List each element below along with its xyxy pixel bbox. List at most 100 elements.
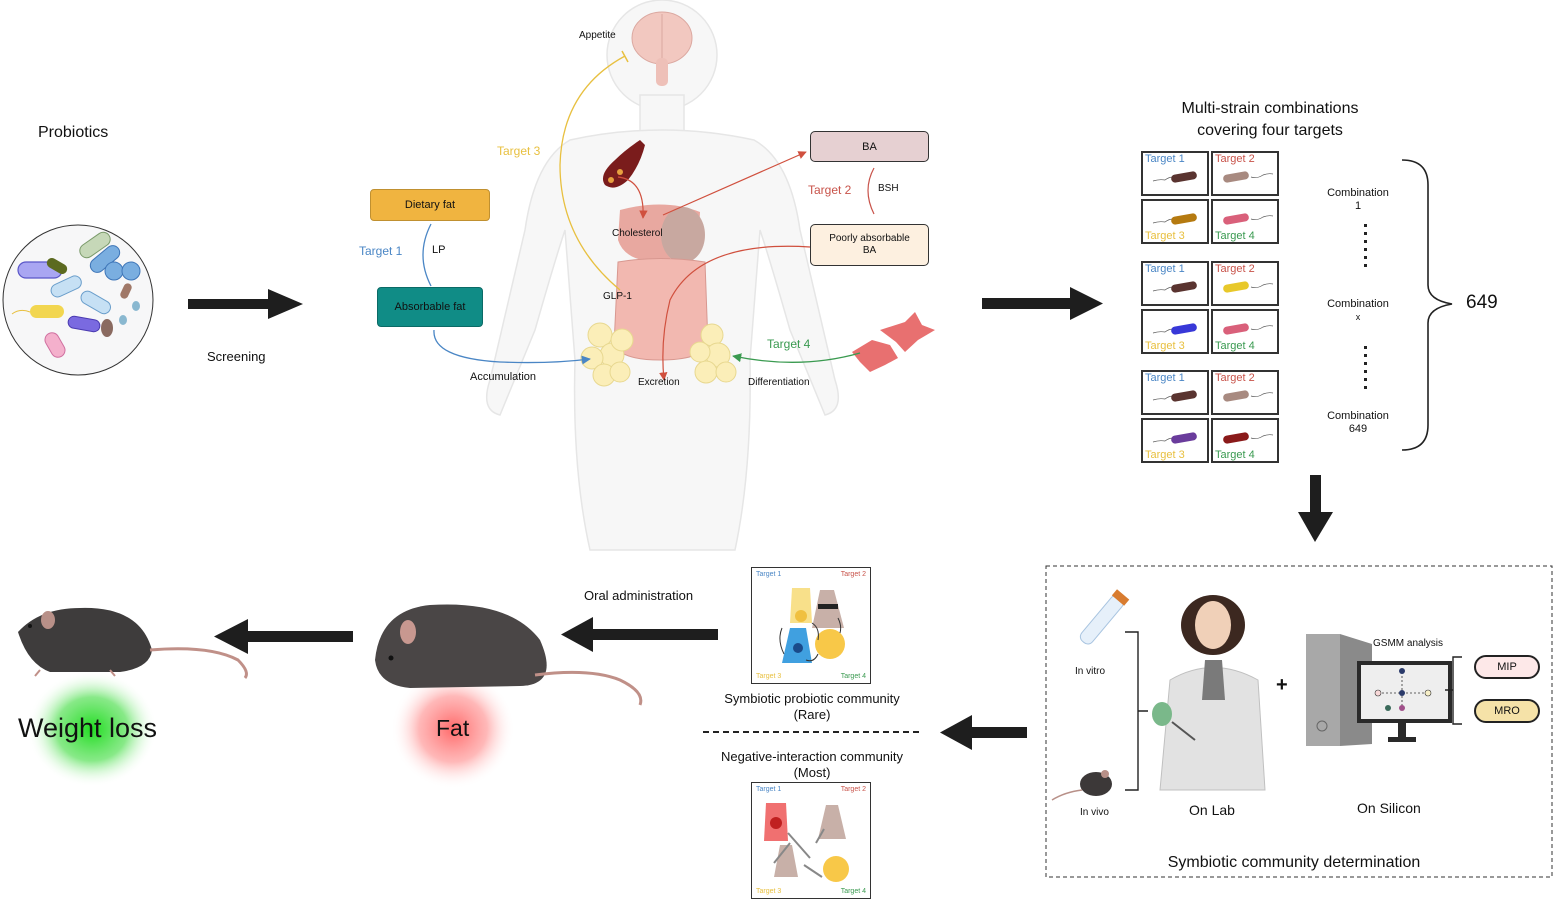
- symbiotic-community-title: Symbiotic probiotic community: [724, 691, 900, 706]
- strain-cell-label: Target 3: [1145, 449, 1185, 461]
- determination-box: [1045, 565, 1553, 878]
- strain-cell-target-3: Target 3: [1141, 199, 1209, 244]
- mip-label: MIP: [1497, 661, 1517, 673]
- fat-glow: [391, 669, 515, 789]
- oral-administration-arrow: [561, 617, 718, 652]
- strain-cell-label: Target 3: [1145, 340, 1185, 352]
- ellipsis-dots-upper: [1364, 224, 1367, 267]
- combinations-title-line1: Multi-strain combinations: [1181, 100, 1359, 117]
- strain-cell-label: Target 1: [1145, 372, 1185, 384]
- negative-community-caption: Negative-interaction community (Most): [703, 749, 921, 781]
- strain-cell-target-3: Target 3: [1141, 309, 1209, 354]
- target1-label: Target 1: [359, 244, 403, 258]
- digestive-organs-illustration: [613, 204, 709, 361]
- negative-community-title: Negative-interaction community: [720, 749, 904, 764]
- lean-mouse-illustration: [18, 607, 248, 679]
- strain-cell-target-4: Target 4: [1211, 418, 1279, 463]
- combination-grid: Target 1 Target 2 Target 3 Target 4: [1141, 151, 1282, 246]
- target3-label: Target 3: [497, 144, 541, 158]
- preadipocyte-cells: [852, 312, 935, 372]
- combination-1-label: Combination 1: [1308, 187, 1408, 213]
- strain-cell-label: Target 3: [1145, 230, 1185, 242]
- accumulation-label: Accumulation: [470, 371, 537, 383]
- fat-mouse-illustration: [375, 604, 643, 706]
- absorbable-fat-label: Absorbable fat: [394, 301, 466, 313]
- computer-tower-icon: [1306, 634, 1372, 746]
- symbiotic-card-target4: Target 4: [840, 673, 866, 680]
- bacterium-icon: [1152, 171, 1197, 183]
- gsmm-analysis-label: GSMM analysis: [1373, 638, 1444, 649]
- weight-loss-label: Weight loss: [18, 713, 158, 743]
- gallbladder-arrow: [617, 176, 648, 219]
- negative-community-card: Target 1 Target 2 Target 3 Target 4: [751, 782, 871, 899]
- cholesterol-to-ba-arrow: [662, 151, 807, 216]
- excretion-arrow: [659, 245, 811, 381]
- combinations-title-line2: covering four targets: [1197, 122, 1343, 139]
- screening-label: Screening: [207, 349, 266, 364]
- combination-649-index: 649: [1348, 423, 1368, 435]
- target3-curve: [559, 55, 626, 291]
- in-vivo-mouse-icon: [1051, 770, 1112, 801]
- to-combinations-arrow: [982, 287, 1103, 320]
- on-lab-label: On Lab: [1189, 802, 1235, 818]
- fat-label: Fat: [436, 715, 470, 741]
- combination-x-name: Combination: [1327, 298, 1389, 310]
- target4-label: Target 4: [767, 337, 811, 351]
- differentiation-arrow: [732, 352, 861, 363]
- target2-curve: [867, 167, 875, 215]
- monitor-icon: [1357, 661, 1452, 742]
- target1-curve: [422, 223, 432, 287]
- gallbladder-illustration: [602, 140, 645, 188]
- differentiation-label: Differentiation: [748, 377, 810, 388]
- symbiotic-card-target1: Target 1: [756, 571, 782, 578]
- strain-cell-target-4: Target 4: [1211, 309, 1279, 354]
- poorly-absorbable-ba-box: Poorly absorbable BA: [810, 224, 929, 266]
- oral-administration-label: Oral administration: [584, 588, 694, 603]
- symbiotic-community-caption: Symbiotic probiotic community (Rare): [703, 691, 921, 723]
- bacterium-icon: [1223, 213, 1274, 225]
- combination-grid: Target 1 Target 2 Target 3 Target 4: [1141, 370, 1282, 465]
- bacterium-icon: [1223, 281, 1274, 293]
- dietary-fat-box: Dietary fat: [370, 189, 490, 221]
- bacterium-icon: [1152, 281, 1197, 293]
- strain-cell-target-1: Target 1: [1141, 151, 1209, 196]
- negative-card-target4: Target 4: [840, 888, 866, 895]
- bacterium-icon: [1223, 390, 1274, 402]
- combination-649-label: Combination 649: [1308, 410, 1408, 436]
- strain-cell-target-2: Target 2: [1211, 370, 1279, 415]
- target2-label: Target 2: [808, 183, 852, 197]
- weight-loss-glow: [27, 671, 157, 787]
- negative-characters-illustration: [764, 803, 849, 882]
- strain-cell-label: Target 1: [1145, 153, 1185, 165]
- strain-cell-target-1: Target 1: [1141, 370, 1209, 415]
- strain-cell-target-1: Target 1: [1141, 261, 1209, 306]
- probiotics-illustration: [2, 224, 154, 376]
- combination-649-name: Combination: [1327, 410, 1389, 422]
- combination-1-index: 1: [1354, 200, 1362, 212]
- strain-cell-target-2: Target 2: [1211, 151, 1279, 196]
- ba-label: BA: [862, 140, 877, 153]
- negative-card-target2: Target 2: [840, 786, 866, 793]
- bacterium-icon: [1152, 323, 1197, 335]
- mro-label: MRO: [1494, 705, 1520, 717]
- appetite-label: Appetite: [579, 30, 616, 41]
- strain-cell-label: Target 1: [1145, 263, 1185, 275]
- ba-box: BA: [810, 131, 929, 162]
- in-vivo-label: In vivo: [1080, 807, 1109, 818]
- strain-cell-label: Target 2: [1215, 153, 1255, 165]
- bacterium-icon: [1152, 213, 1197, 225]
- adipose-tissue-left: [580, 322, 634, 387]
- strain-cell-label: Target 2: [1215, 372, 1255, 384]
- bacterium-icon: [1223, 432, 1274, 444]
- probiotics-title: Probiotics: [38, 124, 109, 141]
- strain-cell-label: Target 4: [1215, 230, 1255, 242]
- combination-1-name: Combination: [1327, 187, 1389, 199]
- determination-title: Symbiotic community determination: [1167, 854, 1421, 871]
- combinations-total: 649: [1466, 292, 1498, 313]
- combinations-brace: [1401, 159, 1453, 451]
- symbiotic-community-card: Target 1 Target 2 Target 3 Target 4: [751, 567, 871, 684]
- in-vitro-label: In vitro: [1075, 666, 1106, 677]
- symbiotic-characters-illustration: [779, 588, 845, 663]
